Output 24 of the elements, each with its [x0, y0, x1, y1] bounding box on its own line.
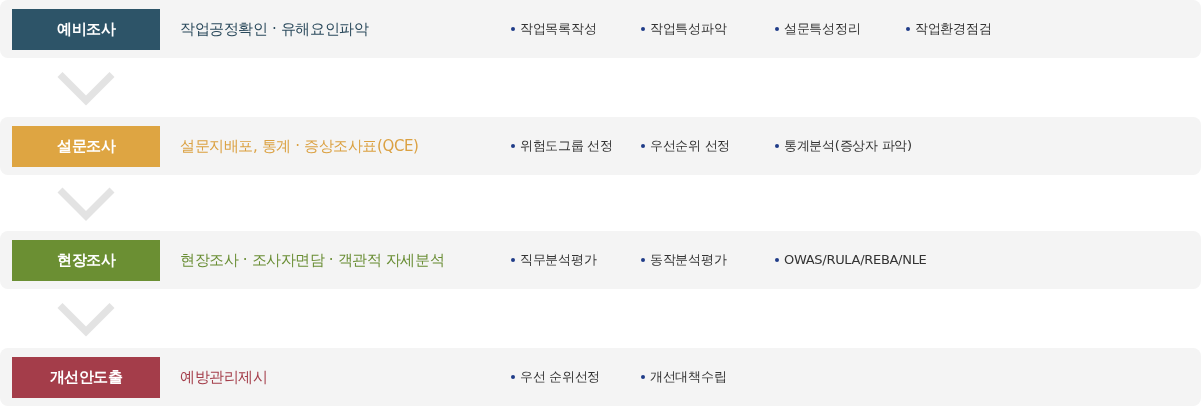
- stage-description: 설문지배포, 통계 · 증상조사표(QCE): [180, 136, 419, 156]
- stage-description: 현장조사 · 조사자면담 · 객관적 자세분석: [180, 250, 445, 270]
- task-item: 작업목록작성: [520, 20, 597, 38]
- task-item: 통계분석(증상자 파악): [784, 137, 912, 155]
- stage-box: 설문조사: [12, 126, 160, 167]
- stage-box: 예비조사: [12, 9, 160, 50]
- task-item: 개선대책수립: [650, 368, 727, 386]
- task-item: 위험도그룹 선정: [520, 137, 613, 155]
- stage-band: [0, 348, 1201, 406]
- stage-band: [0, 117, 1201, 175]
- stage-band: [0, 0, 1201, 58]
- task-item: 작업특성파악: [650, 20, 727, 38]
- stage-box: 현장조사: [12, 240, 160, 281]
- task-item: 동작분석평가: [650, 251, 727, 269]
- stage-box: 개선안도출: [12, 357, 160, 398]
- task-item: OWAS/RULA/REBA/NLE: [784, 251, 927, 269]
- task-item: 설문특성정리: [784, 20, 861, 38]
- stage-band: [0, 231, 1201, 289]
- task-item: 직무분석평가: [520, 251, 597, 269]
- task-item: 작업환경점검: [915, 20, 992, 38]
- task-item: 우선순위 선정: [650, 137, 731, 155]
- stage-description: 작업공정확인 · 유해요인파악: [180, 19, 369, 39]
- task-item: 우선 순위선정: [520, 368, 601, 386]
- stage-description: 예방관리제시: [180, 367, 268, 387]
